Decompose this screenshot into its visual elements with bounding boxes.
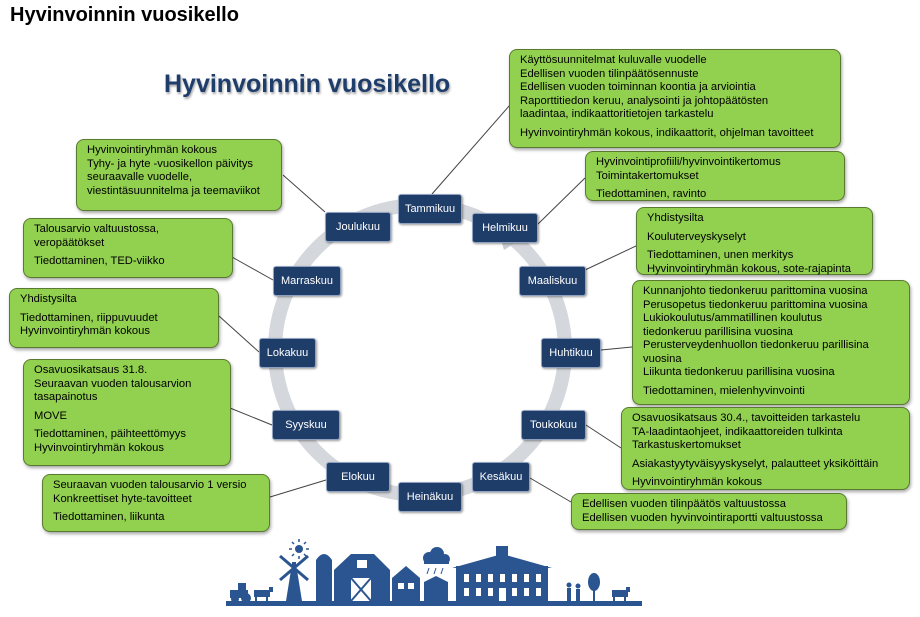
box-joulukuu: Hyvinvointiryhmän kokous Tyhy- ja hyte -… — [76, 139, 282, 211]
box-syyskuu-line-5: Tiedottaminen, päihteettömyys — [34, 428, 186, 440]
box-marraskuu-line-1: Talousarvio valtuustossa, — [34, 223, 159, 235]
box-toukokuu: Osavuosikatsaus 30.4., tavoitteiden tark… — [621, 407, 910, 490]
connector-syyskuu — [229, 407, 273, 426]
box-marraskuu: Talousarvio valtuustossa, veropäätökset … — [23, 218, 233, 278]
box-marraskuu-line-2: veropäätökset — [34, 236, 105, 249]
box-toukokuu-line-1: Osavuosikatsaus 30.4., tavoitteiden tark… — [632, 412, 861, 424]
month-toukokuu: Toukokuu — [521, 410, 586, 440]
box-elokuu-line-2: Konkreettiset hyte-tavoitteet — [53, 492, 192, 505]
box-tammikuu-line-1: Käyttösuunnitelmat kuluvalle vuodelle — [520, 54, 707, 66]
page-title: Hyvinvoinnin vuosikello — [10, 4, 239, 26]
box-huhtikuu-line-8: Tiedottaminen, mielenhyvinvointi — [643, 384, 805, 397]
connector-helmikuu — [536, 177, 586, 226]
tractor-icon — [230, 583, 251, 603]
sun-icon — [289, 539, 309, 559]
box-elokuu: Seuraavan vuoden talousarvio 1 versio Ko… — [42, 474, 270, 532]
box-huhtikuu-line-3: Lukiokoulutus/ammatillinen koulutus — [643, 312, 823, 324]
shed-icon — [424, 576, 448, 601]
month-elokuu: Elokuu — [326, 462, 390, 492]
box-maaliskuu-line-4: Hyvinvointiryhmän kokous, sote-rajapinta — [647, 262, 851, 275]
box-huhtikuu-line-5: Perusterveydenhuollon tiedonkeruu parill… — [643, 339, 869, 351]
box-huhtikuu-line-7: Liikunta tiedonkeruu parillisina vuosina — [643, 366, 835, 378]
month-huhtikuu: Huhtikuu — [541, 338, 601, 368]
cycle-ring — [268, 198, 572, 502]
month-lokakuu: Lokakuu — [259, 338, 316, 368]
box-elokuu-line-1: Seuraavan vuoden talousarvio 1 versio — [53, 479, 247, 491]
connector-lokakuu — [218, 315, 260, 353]
box-tammikuu-line-5: laadintaa, indikaattoritietojen tarkaste… — [520, 108, 714, 120]
box-marraskuu-line-3: Tiedottaminen, TED-viikko — [34, 255, 165, 267]
box-lokakuu-line-2: Tiedottaminen, riippuvuudet — [20, 311, 158, 324]
house-icon — [392, 566, 420, 601]
connector-tammikuu — [431, 104, 511, 195]
cloud-icon — [423, 547, 450, 575]
box-tammikuu-line-3: Edellisen vuoden toiminnan koontia ja ar… — [520, 81, 756, 93]
box-helmikuu-line-1: Hyvinvointiprofiili/hyvinvointikertomus — [596, 156, 781, 168]
cow-icon-2 — [612, 587, 630, 602]
box-lokakuu-line-3: Hyvinvointiryhmän kokous — [20, 325, 150, 337]
box-syyskuu-line-1: Osavuosikatsaus 31.8. — [34, 364, 148, 376]
ground-strip — [226, 601, 642, 606]
box-lokakuu-line-1: Yhdistysilta — [20, 293, 77, 305]
box-kesakuu: Edellisen vuoden tilinpäätös valtuustoss… — [571, 493, 847, 530]
box-syyskuu-line-6: Hyvinvointiryhmän kokous — [34, 441, 164, 454]
box-syyskuu-line-3: tasapainotus — [34, 391, 98, 403]
box-tammikuu-line-4: Raporttitiedon keruu, analysointi ja joh… — [520, 94, 769, 107]
box-tammikuu-line-6: Hyvinvointiryhmän kokous, indikaattorit,… — [520, 126, 814, 139]
box-toukokuu-line-5: Hyvinvointiryhmän kokous — [632, 476, 762, 488]
box-lokakuu: Yhdistysilta Tiedottaminen, riippuvuudet… — [9, 288, 219, 348]
box-joulukuu-line-1: Hyvinvointiryhmän kokous — [87, 144, 217, 156]
connector-elokuu — [269, 479, 327, 498]
box-syyskuu-line-4: MOVE — [34, 409, 67, 422]
box-maaliskuu: Yhdistysilta Kouluterveyskyselyt Tiedott… — [636, 207, 873, 275]
month-kesakuu: Kesäkuu — [472, 462, 530, 492]
box-kesakuu-line-2: Edellisen vuoden hyvinvointiraportti val… — [582, 511, 823, 524]
windmill-icon — [279, 554, 309, 601]
silo-icon — [316, 554, 332, 601]
box-huhtikuu-line-6: vuosina — [643, 352, 682, 365]
connector-joulukuu — [282, 174, 326, 213]
box-maaliskuu-line-3: Tiedottaminen, unen merkitys — [647, 249, 794, 261]
cow-icon — [254, 587, 273, 602]
month-maaliskuu: Maaliskuu — [519, 266, 586, 296]
connector-kesakuu — [529, 477, 572, 503]
box-joulukuu-line-3: seuraavalle vuodelle, — [87, 171, 193, 183]
box-tammikuu: Käyttösuunnitelmat kuluvalle vuodelle Ed… — [509, 49, 841, 148]
box-toukokuu-line-3: Tarkastuskertomukset — [632, 439, 741, 451]
box-syyskuu: Osavuosikatsaus 31.8. Seuraavan vuoden t… — [23, 359, 231, 466]
box-helmikuu-line-3: Tiedottaminen, ravinto — [596, 188, 707, 200]
box-toukokuu-line-4: Asiakastyytyväisyyskyselyt, palautteet y… — [632, 457, 879, 470]
box-huhtikuu: Kunnanjohto tiedonkeruu parittomina vuos… — [632, 280, 910, 405]
box-kesakuu-line-1: Edellisen vuoden tilinpäätös valtuustoss… — [582, 498, 786, 510]
month-joulukuu: Joulukuu — [325, 212, 391, 242]
box-huhtikuu-line-1: Kunnanjohto tiedonkeruu parittomina vuos… — [643, 285, 868, 297]
farm-landscape-illustration — [226, 539, 642, 606]
connector-huhtikuu — [600, 346, 633, 351]
box-syyskuu-line-2: Seuraavan vuoden talousarvion — [34, 377, 192, 390]
connector-maaliskuu — [584, 245, 637, 271]
box-huhtikuu-line-2: Perusopetus tiedonkeruu parittomina vuos… — [643, 298, 868, 311]
box-elokuu-line-3: Tiedottaminen, liikunta — [53, 511, 165, 523]
connector-toukokuu — [585, 424, 622, 449]
month-helmikuu: Helmikuu — [472, 213, 538, 243]
month-syyskuu: Syyskuu — [272, 410, 340, 440]
people-icon — [566, 582, 581, 601]
manor-icon — [452, 546, 552, 601]
month-tammikuu: Tammikuu — [398, 194, 462, 224]
connector-marraskuu — [231, 256, 274, 281]
box-joulukuu-line-2: Tyhy- ja hyte -vuosikellon päivitys — [87, 157, 254, 170]
box-helmikuu: Hyvinvointiprofiili/hyvinvointikertomus … — [585, 151, 845, 201]
barn-icon — [334, 554, 390, 602]
box-huhtikuu-line-4: tiedonkeruu parillisina vuosina — [643, 325, 793, 338]
month-marraskuu: Marraskuu — [273, 266, 341, 296]
box-toukokuu-line-2: TA-laadintaohjeet, indikaattoreiden tulk… — [632, 425, 843, 438]
box-maaliskuu-line-1: Yhdistysilta — [647, 212, 704, 224]
diagram-title: Hyvinvoinnin vuosikello — [164, 70, 451, 98]
month-heinakuu: Heinäkuu — [398, 482, 462, 512]
box-joulukuu-line-4: viestintäsuunnitelma ja teemaviikot — [87, 184, 260, 197]
tree-icon — [588, 573, 600, 601]
box-helmikuu-line-2: Toimintakertomukset — [596, 169, 699, 182]
box-maaliskuu-line-2: Kouluterveyskyselyt — [647, 230, 746, 243]
box-tammikuu-line-2: Edellisen vuoden tilinpäätösennuste — [520, 67, 699, 80]
